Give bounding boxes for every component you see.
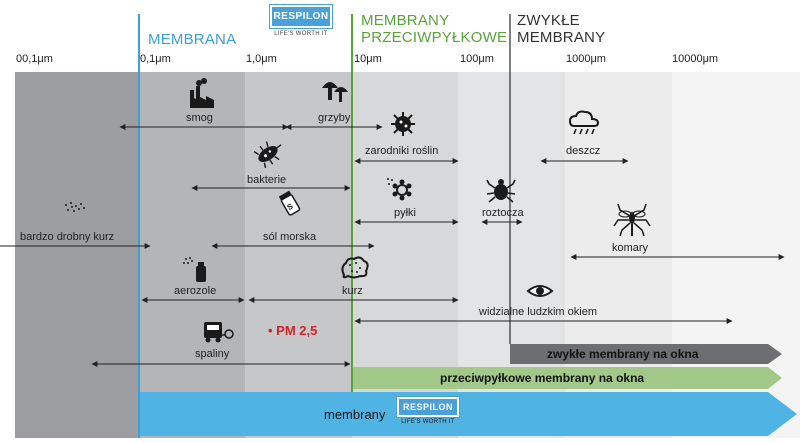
header-zwykle: ZWYKŁE MEMBRANY [517, 12, 605, 46]
header-zwykle-line2: MEMBRANY [517, 29, 606, 46]
label-pylki: pyłki [394, 207, 417, 219]
svg-text:S: S [286, 201, 296, 212]
rain-cloud-icon [568, 110, 600, 135]
spray-can-icon [183, 257, 206, 282]
label-komary: komary [612, 242, 649, 254]
label-roztocza: roztocza [482, 207, 524, 219]
bacteria-icon [253, 141, 282, 169]
dots-icon [65, 202, 85, 212]
label-kurz: kurz [342, 285, 363, 297]
logo-bottom-tagline: LIFE'S WORTH IT [401, 419, 455, 425]
tick-3: 10μm [354, 53, 382, 65]
label-aerozole: aerozole [174, 285, 217, 297]
column-bg-3 [245, 72, 352, 438]
logo-name: RESPILON [269, 4, 333, 29]
respilon-logo-bottom: RESPILON LIFE'S WORTH IT [396, 396, 460, 425]
label-deszcz: deszcz [566, 145, 601, 157]
tick-2: 1,0μm [246, 53, 277, 65]
label-bakterie: bakterie [247, 174, 287, 186]
header-przeciwpylkowe-line2: PRZECIWPYŁKOWE [361, 29, 508, 46]
logo-tagline: LIFE'S WORTH IT [274, 31, 328, 37]
label-oko: widzialne ludzkim okiem [479, 306, 597, 318]
pollen-flower-icon [387, 178, 412, 201]
range-arrows [0, 124, 785, 367]
respilon-logo-top: RESPILON LIFE'S WORTH IT [269, 4, 333, 37]
band-label-zwykle: zwykłe membrany na okna [547, 347, 699, 361]
truck-exhaust-icon [204, 322, 234, 343]
label-zarodniki: zarodniki roślin [365, 145, 439, 157]
label-smog: smog [186, 112, 213, 124]
label-spaliny: spaliny [195, 348, 230, 360]
band-przeciwpylkowe [352, 367, 782, 389]
label-grzyby: grzyby [318, 112, 351, 124]
eye-icon [526, 285, 554, 297]
tick-1: 0,1μm [140, 53, 171, 65]
label-pm25: • PM 2,5 [268, 323, 318, 338]
factory-icon [190, 78, 214, 108]
band-label-membrany: membrany [324, 407, 386, 422]
dust-cloud-icon [341, 256, 369, 279]
column-bg-1 [15, 72, 139, 438]
band-zwykle [510, 344, 782, 364]
tick-6: 10000μm [672, 53, 719, 65]
tick-0: 00,1μm [16, 53, 53, 65]
column-bg-2 [139, 72, 245, 438]
header-zwykle-line1: ZWYKŁE [517, 12, 580, 29]
logo-bottom-name: RESPILON [396, 396, 460, 418]
band-membrany [139, 392, 797, 436]
header-membrana: MEMBRANA [148, 31, 237, 48]
label-kurz-drobny: bardzo drobny kurz [20, 231, 115, 243]
label-sol: sól morska [263, 231, 317, 243]
salt-shaker-icon: S [278, 190, 301, 216]
band-label-przeciwpylkowe: przeciwpyłkowe membrany na okna [440, 371, 645, 385]
tick-5: 1000μm [566, 53, 606, 65]
mushroom-icon [322, 82, 348, 102]
header-przeciwpylkowe-line1: MEMBRANY [361, 12, 450, 29]
virus-icon [391, 112, 415, 136]
mosquito-icon [613, 203, 651, 237]
tick-4: 100μm [460, 53, 494, 65]
header-przeciwpylkowe: MEMBRANY PRZECIWPYŁKOWE [361, 12, 507, 46]
mite-icon [486, 179, 516, 203]
